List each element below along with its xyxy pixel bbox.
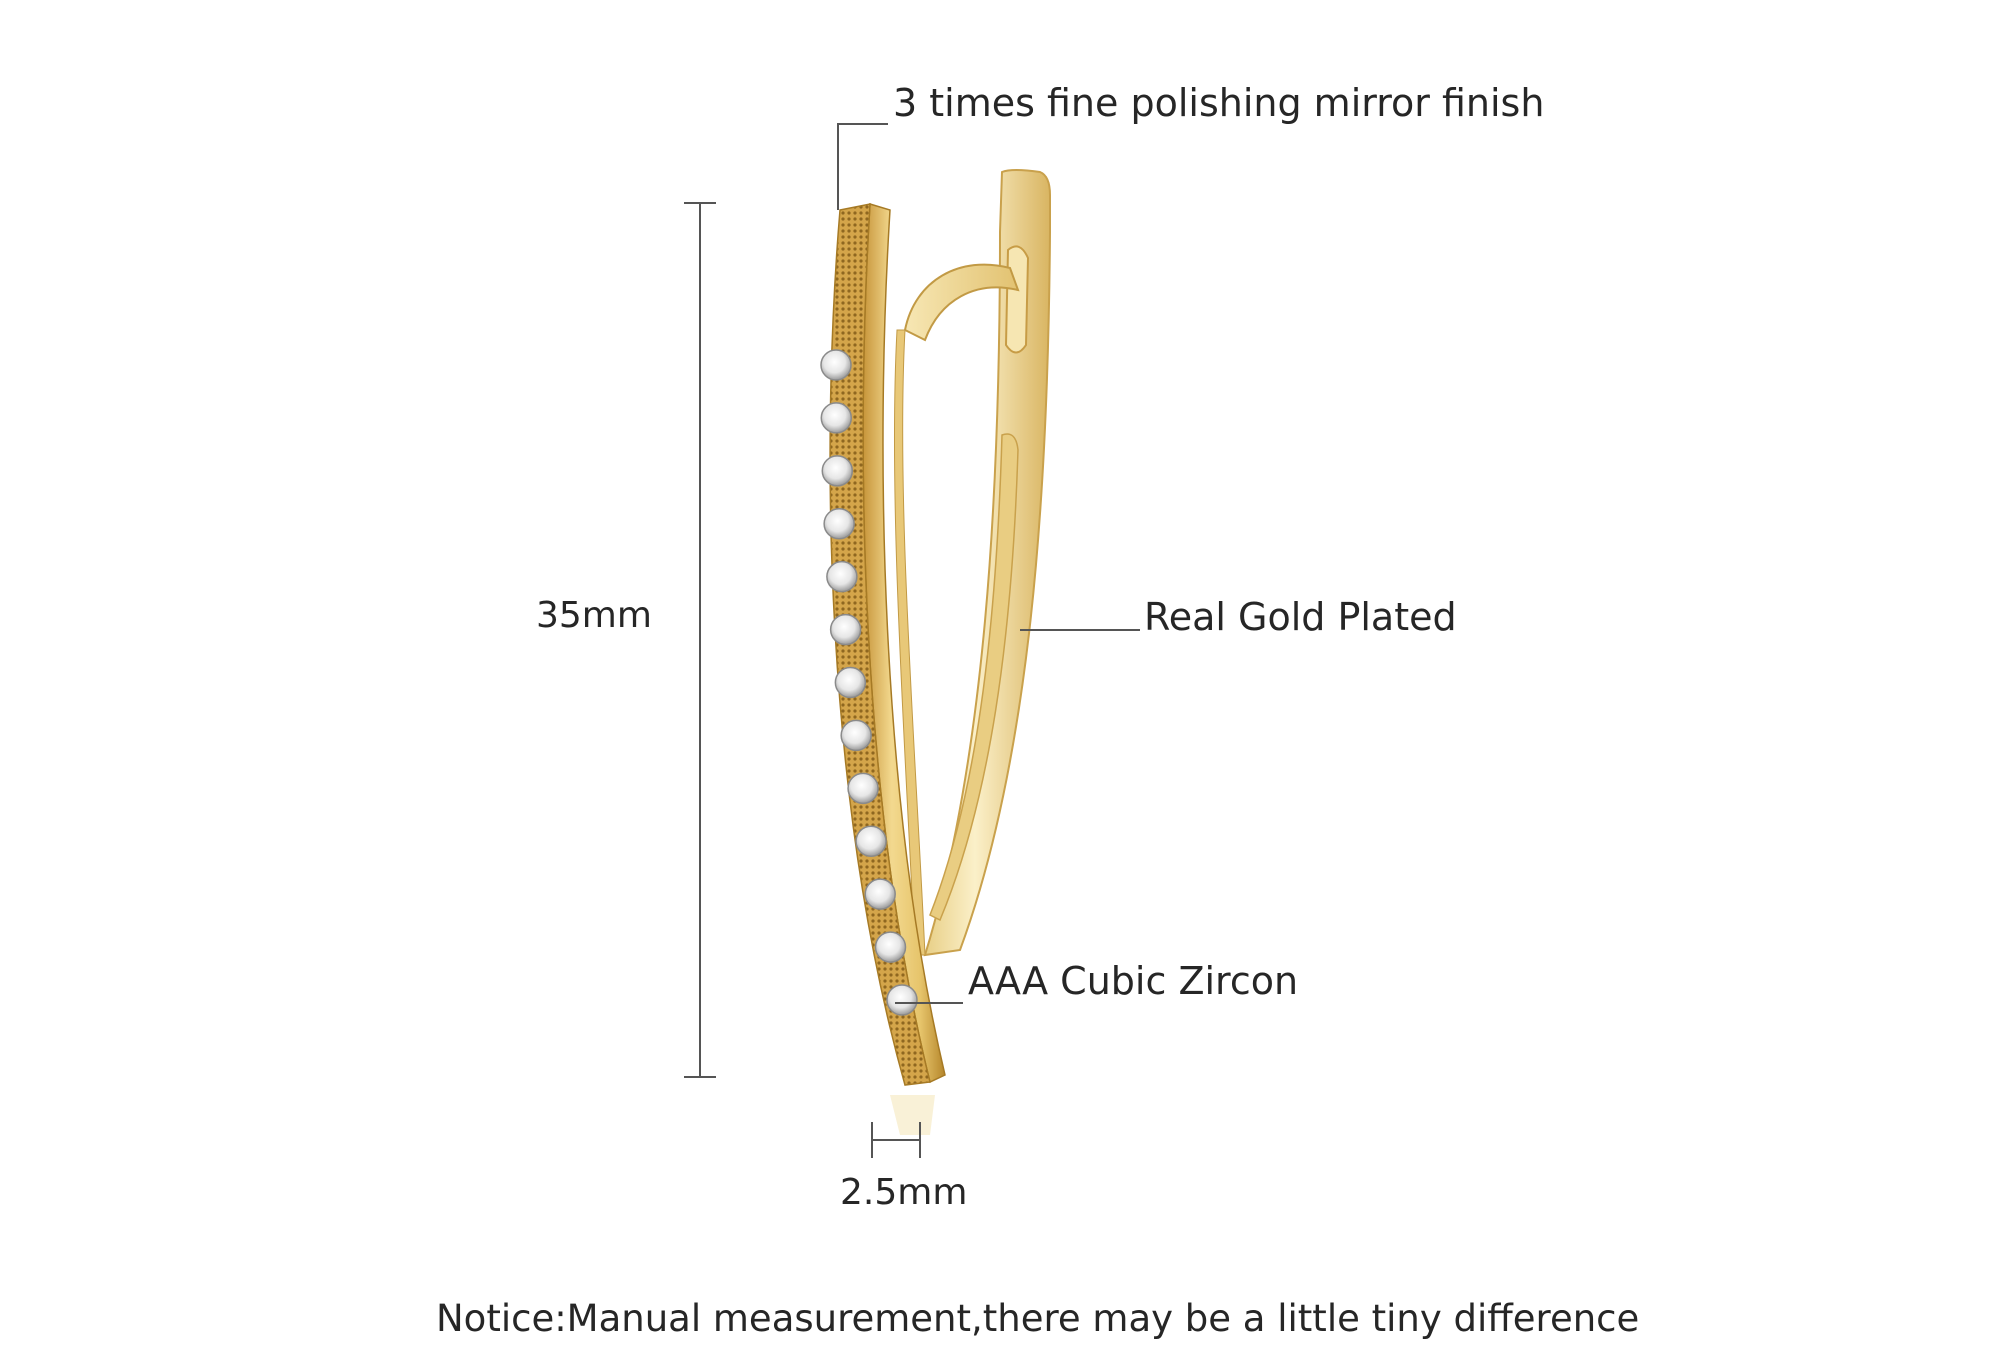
callout-label-polishing: 3 times fine polishing mirror finish bbox=[893, 81, 1545, 125]
zircon-stone bbox=[864, 878, 896, 910]
earring-back-inner-channel bbox=[929, 433, 1019, 922]
earring-back-slot bbox=[1004, 245, 1030, 354]
earring-latch-hook bbox=[903, 263, 1020, 342]
zircon-stone bbox=[834, 666, 867, 699]
zircon-stone bbox=[823, 508, 855, 540]
zircon-stone bbox=[826, 560, 858, 593]
zircon-stone bbox=[821, 455, 854, 487]
zircon-stone bbox=[886, 984, 918, 1016]
callout-label-stones: AAA Cubic Zircon bbox=[968, 959, 1299, 1003]
zircon-stone bbox=[829, 613, 862, 646]
height-dimension-label: 35mm bbox=[536, 595, 652, 636]
zircon-stone bbox=[874, 931, 907, 963]
zircon-stone bbox=[820, 349, 852, 381]
zircon-stones bbox=[820, 349, 918, 1016]
earring-reflection bbox=[890, 1095, 935, 1135]
width-dimension-label: 2.5mm bbox=[840, 1172, 968, 1213]
zircon-stone bbox=[840, 719, 872, 752]
height-dimension-marker bbox=[684, 202, 716, 1078]
width-dimension-marker bbox=[871, 1122, 921, 1158]
callout-label-plating: Real Gold Plated bbox=[1144, 595, 1457, 639]
callout-line-polishing bbox=[837, 123, 888, 210]
earring-back-arm bbox=[923, 169, 1051, 957]
zircon-stone bbox=[855, 825, 887, 857]
zircon-stone bbox=[820, 402, 853, 434]
zircon-stone bbox=[847, 772, 879, 805]
measurement-notice: Notice:Manual measurement,there may be a… bbox=[436, 1297, 1640, 1340]
